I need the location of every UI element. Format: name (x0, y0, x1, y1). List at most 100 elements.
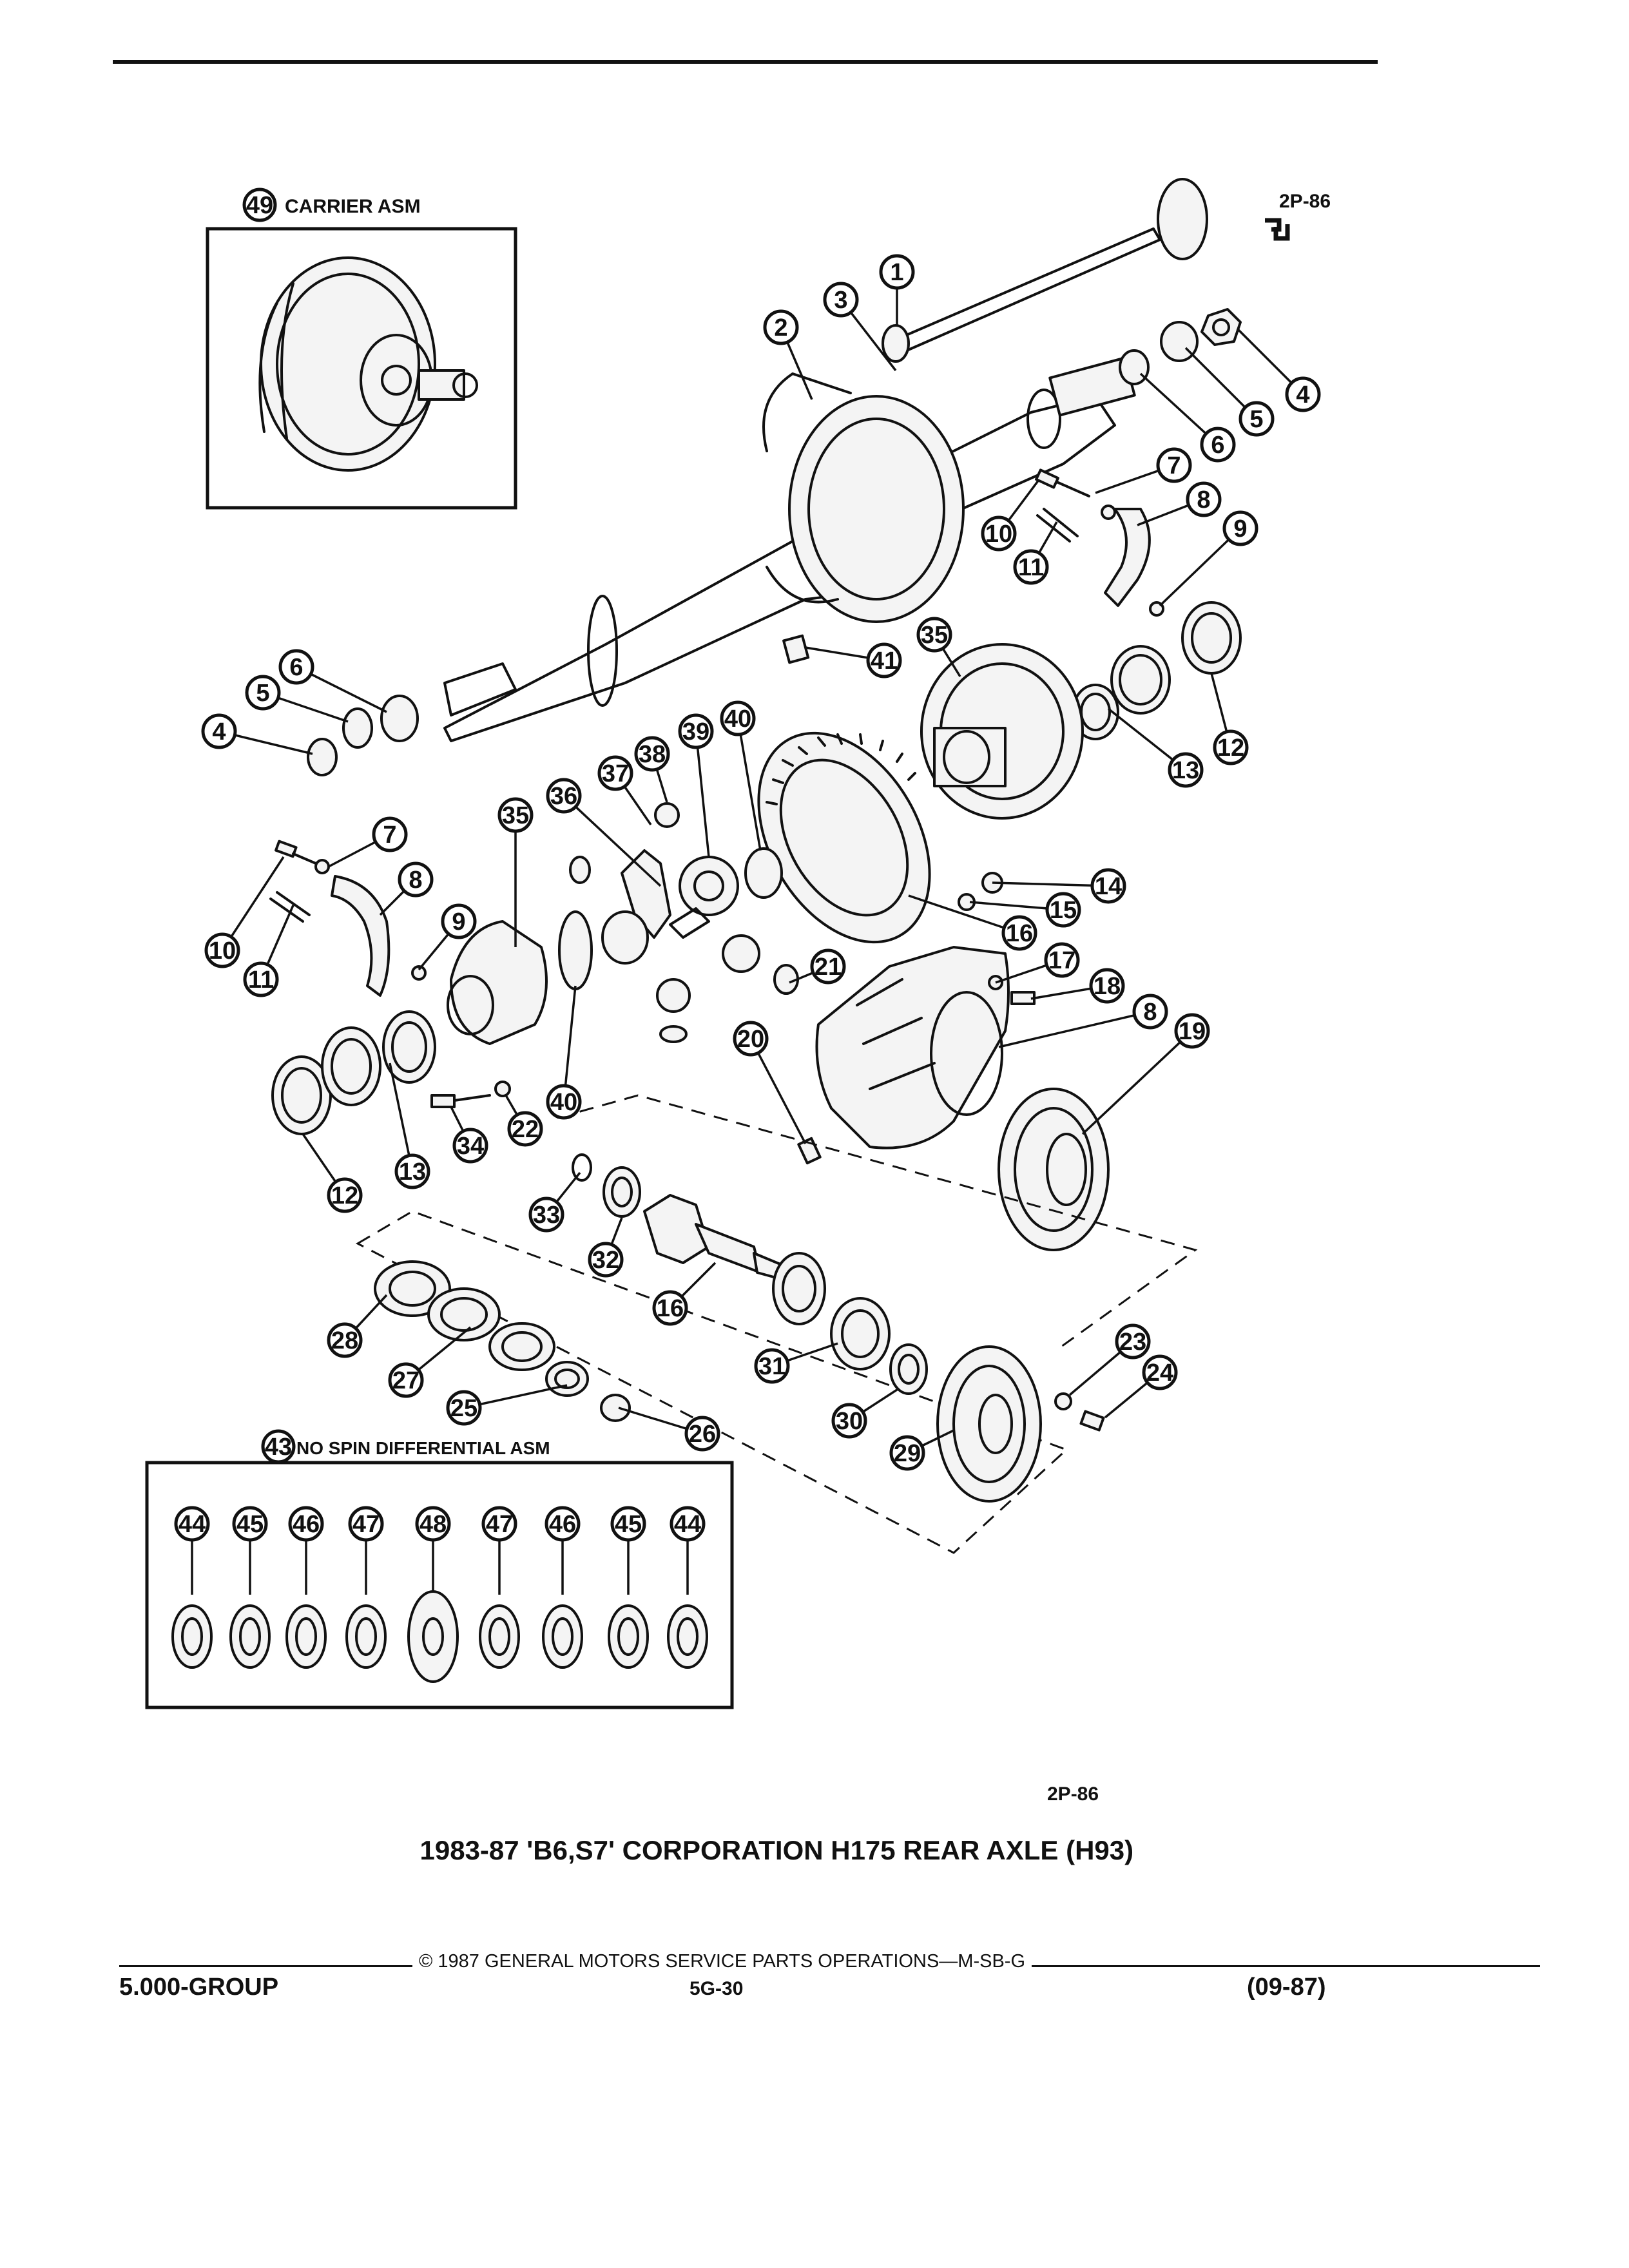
callout-number: 31 (758, 1353, 786, 1380)
callout-c8r: 8 (1137, 481, 1222, 526)
no-spin-callout-number: 45 (236, 1511, 264, 1538)
leader-line (737, 718, 762, 851)
callout-number: 32 (592, 1247, 619, 1274)
callout-number: 13 (399, 1158, 426, 1186)
callout-number: 10 (985, 521, 1012, 548)
callout-number: 22 (512, 1116, 539, 1143)
callout-c16b: 16 (652, 1262, 717, 1326)
no-spin-part-46: 46 (542, 1506, 583, 1669)
callout-number: 4 (1296, 381, 1309, 408)
callout-number: 7 (1167, 452, 1181, 479)
callout-c34: 34 (450, 1106, 488, 1164)
bearing-cup-right (1072, 645, 1171, 740)
axle-shaft (882, 178, 1208, 363)
callout-number: 1 (890, 259, 903, 286)
carrier-asm-box (206, 227, 517, 510)
washer-right (1101, 505, 1116, 520)
callout-c13r: 13 (1107, 707, 1204, 788)
carrier-asm-label: CARRIER ASM (285, 196, 421, 217)
gm-logo-mark (1265, 218, 1290, 241)
callout-c18: 18 (1030, 968, 1125, 1004)
no-spin-box (145, 1461, 734, 1709)
washer-22 (494, 1081, 511, 1097)
no-spin-callout-number: 45 (615, 1511, 642, 1538)
adjusting-nut-right (1119, 349, 1150, 385)
svg-text:49: 49 (246, 192, 273, 219)
callout-c21: 21 (789, 948, 846, 985)
no-spin-part-45: 45 (229, 1506, 271, 1669)
callout-number: 34 (457, 1133, 484, 1160)
callout-number: 16 (657, 1295, 684, 1322)
bearing-set-left (271, 1010, 436, 1135)
callout-c12l: 12 (302, 1133, 363, 1213)
callout-number: 5 (1249, 406, 1263, 433)
carrier-assembly-drawing (258, 256, 478, 472)
callout-c38: 38 (634, 736, 670, 803)
callout-c8l: 8 (379, 861, 434, 916)
callout-c2: 2 (763, 309, 813, 400)
callout-c22: 22 (505, 1095, 543, 1147)
callout-number: 28 (331, 1327, 358, 1354)
no-spin-part-47: 47 (479, 1506, 520, 1669)
page-number: 5G-30 (689, 1978, 744, 1999)
callout-c19: 19 (1081, 1013, 1210, 1135)
bearing-cone-right (1181, 601, 1242, 675)
no-spin-part-45: 45 (608, 1506, 649, 1669)
callout-c35l: 35 (497, 797, 534, 947)
callout-c11l: 11 (243, 905, 294, 997)
callout-number: 15 (1050, 897, 1077, 924)
callout-number: 33 (533, 1202, 560, 1229)
callout-number: 9 (452, 908, 465, 936)
callout-c5l: 5 (245, 675, 349, 723)
nut-washer-left (307, 695, 419, 776)
callout-c12r: 12 (1210, 673, 1249, 765)
callout-number: 27 (392, 1367, 419, 1394)
callout-c6r: 6 (1139, 372, 1236, 463)
callout-number: 4 (212, 718, 226, 745)
callout-number: 12 (331, 1182, 358, 1209)
callout-number: 40 (724, 706, 751, 733)
differential-case-lower (447, 920, 548, 1045)
leader-line (563, 985, 577, 1102)
callout-c10r: 10 (981, 479, 1040, 552)
diagram-title-text: 1983-87 'B6,S7' CORPORATION H175 REAR AX… (419, 1835, 1134, 1865)
callout-number: 24 (1146, 1360, 1173, 1387)
callout-c29: 29 (889, 1429, 954, 1471)
no-spin-callout-number: 46 (293, 1511, 320, 1538)
revision-date: (09-87) (1247, 1974, 1326, 2001)
callout-c30: 30 (831, 1387, 900, 1439)
callout-c39: 39 (678, 713, 714, 858)
pilot-bearing-32 (602, 1166, 641, 1218)
callout-c40t: 40 (720, 700, 762, 851)
copyright-line: © 1987 GENERAL MOTORS SERVICE PARTS OPER… (412, 1951, 1032, 1972)
callout-number: 6 (1211, 432, 1224, 459)
callout-number: 11 (1018, 554, 1044, 581)
axle-housing (443, 356, 1136, 742)
callout-c20: 20 (733, 1021, 807, 1144)
callout-c1: 1 (879, 254, 915, 325)
leader-line (908, 894, 1020, 934)
callout-c27: 27 (388, 1326, 472, 1398)
callout-c40b: 40 (546, 985, 582, 1120)
callout-c41: 41 (805, 642, 902, 678)
leader-line (563, 794, 662, 887)
callout-number: 12 (1217, 735, 1244, 762)
callout-c7l: 7 (328, 816, 408, 868)
callout-number: 41 (871, 648, 898, 675)
callout-number: 40 (550, 1089, 577, 1116)
drive-pinion (643, 1194, 794, 1283)
callout-c23: 23 (1068, 1323, 1151, 1396)
leader-line (998, 1010, 1151, 1048)
callout-number: 36 (550, 783, 577, 810)
callout-number: 2 (774, 314, 787, 341)
callout-c7r: 7 (1095, 447, 1192, 494)
cap-bolt-left (269, 840, 427, 997)
callout-number: 8 (1197, 486, 1210, 514)
diagram-title: 1983-87 'B6,S7' CORPORATION H175 REAR AX… (0, 1835, 1629, 1866)
callout-number: 6 (289, 654, 303, 681)
no-spin-callout: 43 (261, 1429, 296, 1464)
callout-number: 8 (409, 867, 422, 894)
washer-nut-23-24 (1054, 1392, 1105, 1432)
callout-number: 39 (682, 718, 709, 745)
